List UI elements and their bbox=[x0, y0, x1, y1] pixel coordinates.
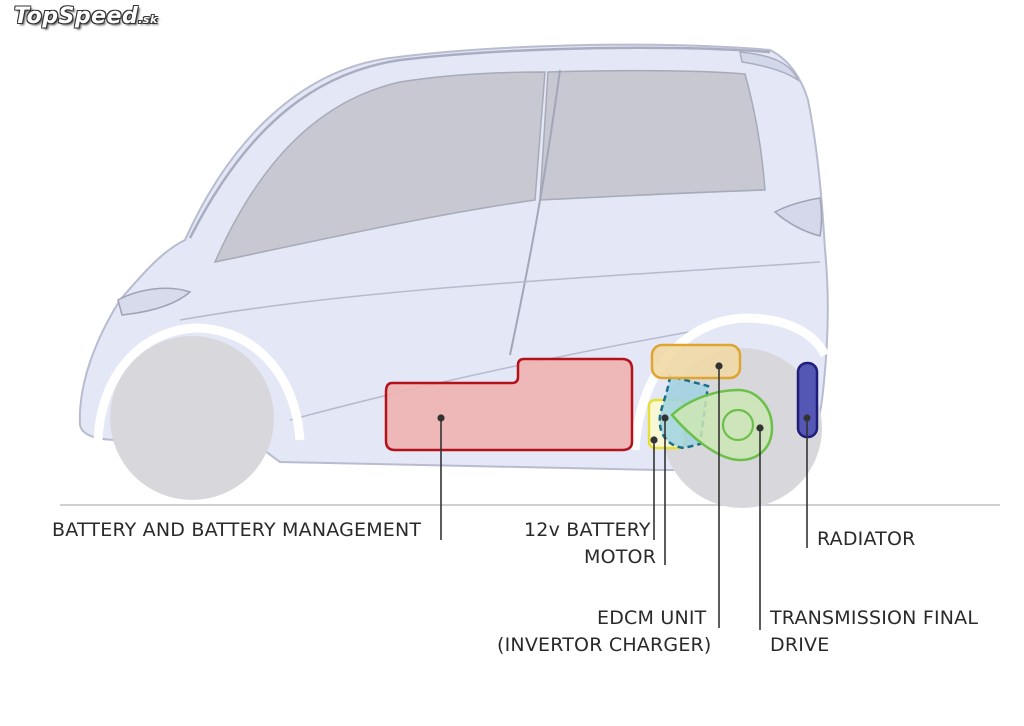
label-radiator: RADIATOR bbox=[817, 528, 916, 550]
motor-leader-dot bbox=[661, 414, 669, 422]
roof-line bbox=[188, 46, 771, 239]
watermark-tld: .sk bbox=[138, 13, 158, 26]
battery-12v-leader-dot bbox=[650, 436, 658, 444]
headlight bbox=[117, 287, 192, 316]
front-wheel-arch bbox=[93, 323, 305, 441]
battery-leader-dot bbox=[437, 414, 445, 422]
label-edcm-line2: (INVERTOR CHARGER) bbox=[497, 634, 712, 656]
rear-spoiler bbox=[739, 51, 800, 83]
label-battery: BATTERY AND BATTERY MANAGEMENT bbox=[52, 519, 422, 541]
battery-pack-shape bbox=[384, 357, 634, 452]
edcm-leader-dot bbox=[715, 362, 723, 370]
transmission-hub bbox=[721, 408, 755, 442]
watermark-text: TopSpeed bbox=[14, 4, 139, 29]
body-line-upper bbox=[179, 261, 821, 321]
edcm-unit-shape bbox=[650, 343, 742, 380]
body-line-lower bbox=[289, 329, 701, 421]
transmission-leader-dot bbox=[756, 424, 764, 432]
rear-wheel-arch bbox=[630, 313, 830, 451]
front-wheel bbox=[110, 336, 274, 500]
radiator-leader-dot bbox=[803, 414, 811, 422]
watermark-logo: TopSpeed.sk bbox=[14, 4, 158, 29]
door-line bbox=[509, 69, 561, 356]
front-window bbox=[213, 71, 546, 264]
label-12v-battery: 12v BATTERY bbox=[524, 519, 651, 541]
rear-window bbox=[539, 69, 766, 201]
label-edcm-line1: EDCM UNIT bbox=[597, 607, 707, 629]
label-motor: MOTOR bbox=[584, 546, 657, 568]
taillight bbox=[773, 197, 823, 237]
label-transmission-line2: DRIVE bbox=[770, 634, 830, 656]
label-transmission-line1: TRANSMISSION FINAL bbox=[770, 607, 979, 629]
